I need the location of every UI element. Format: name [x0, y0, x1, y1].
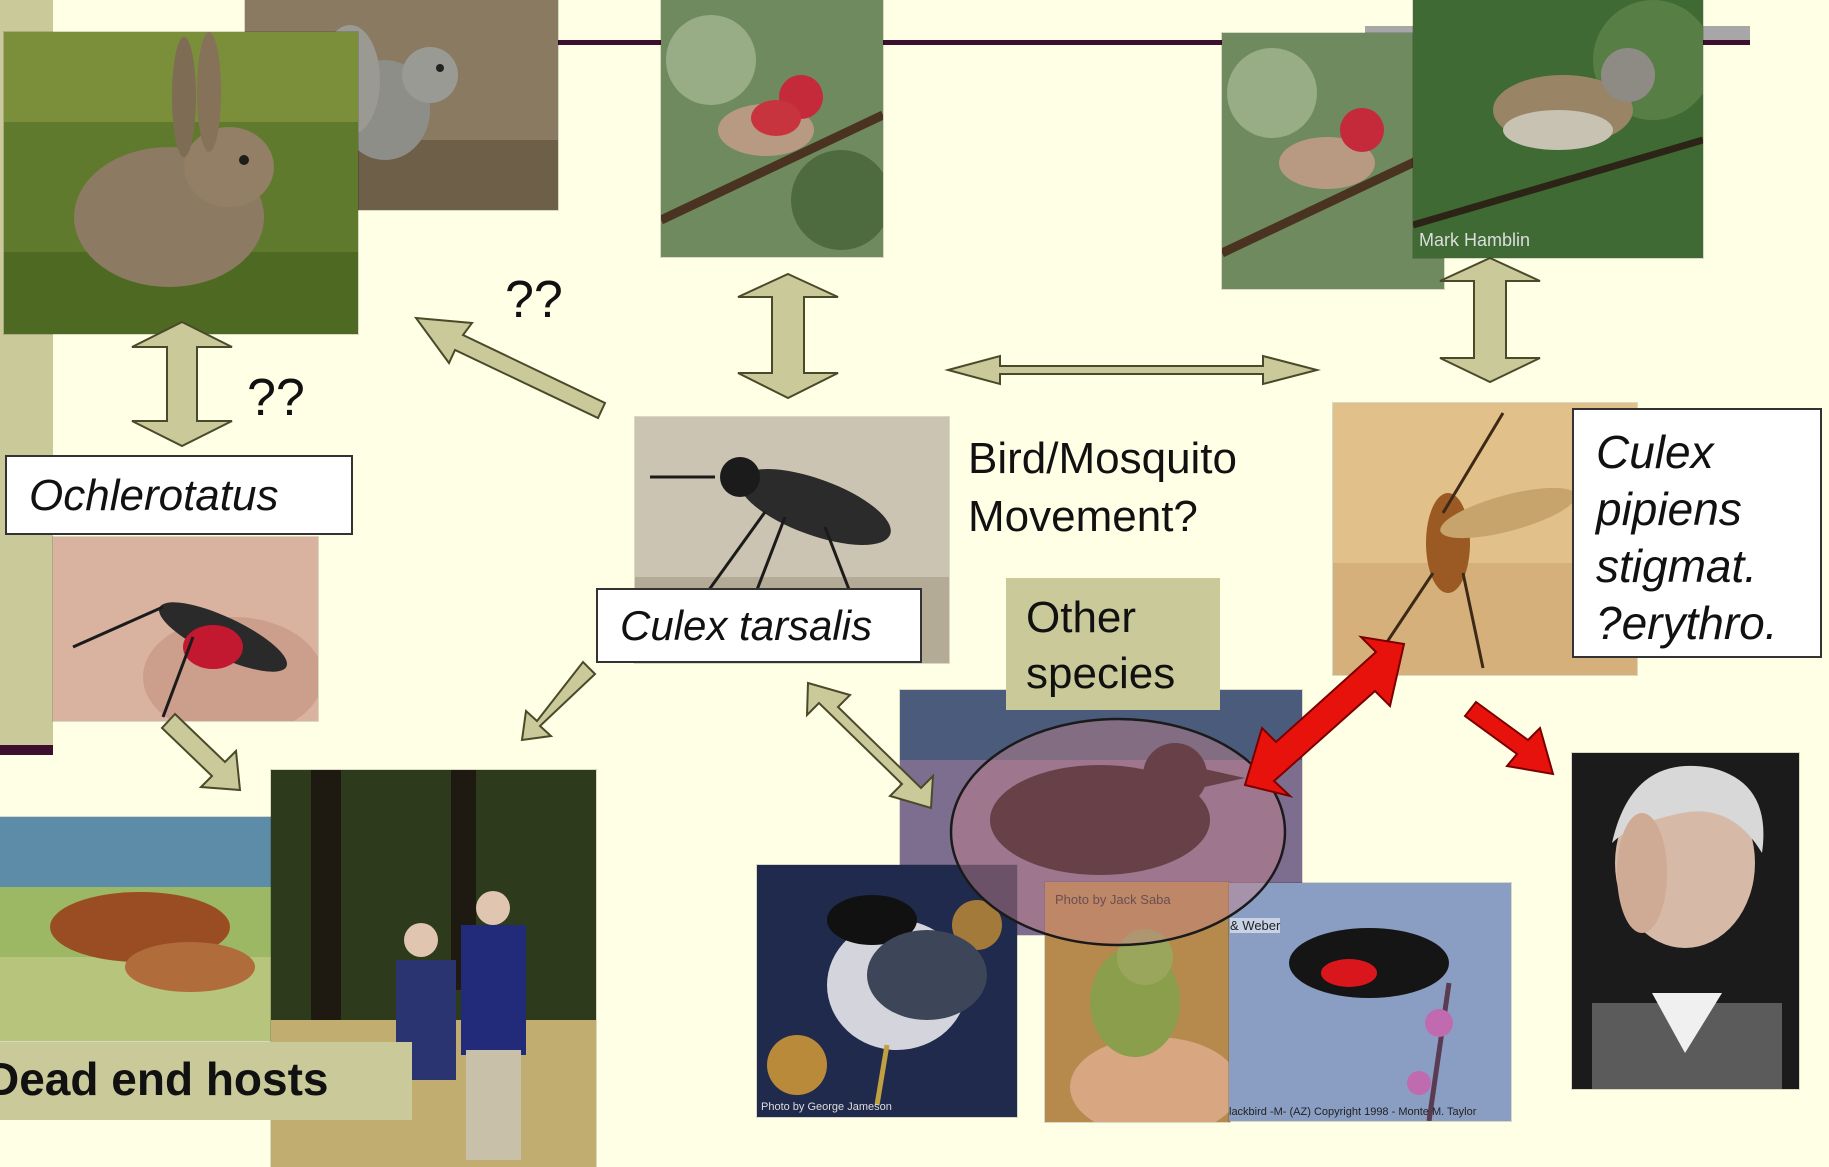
house-finch-photo-2	[1222, 33, 1444, 289]
culex-tarsalis-label: Culex tarsalis	[596, 588, 922, 663]
photo-credit-heron: Photo by George Jameson	[761, 1101, 892, 1113]
red-arrow-pipiens-to-human	[1465, 702, 1553, 774]
arrow-finch-tarsalis	[738, 274, 838, 398]
question-marks-left: ??	[247, 368, 305, 428]
dead-end-hosts-label: Dead end hosts	[0, 1042, 412, 1120]
other-species-line-2: species	[1026, 646, 1220, 702]
bird-mosquito-line-2: Movement?	[968, 488, 1237, 546]
arrow-rabbit-ochlerotatus	[132, 322, 232, 446]
house-sparrow-photo: Mark Hamblin	[1413, 0, 1703, 258]
photo-credit-blackbird: lackbird -M- (AZ) Copyright 1998 - Monte…	[1229, 1106, 1476, 1118]
bird-mosquito-movement-text: Bird/Mosquito Movement?	[968, 430, 1237, 546]
arrow-tarsalis-to-dead-end	[522, 662, 595, 740]
culex-pipiens-line-3: stigmat.	[1596, 538, 1820, 595]
arrow-tarsalis-to-rabbit	[416, 318, 605, 418]
arrow-ochlerotatus-to-dead-end	[162, 714, 240, 790]
question-marks-top: ??	[505, 270, 563, 330]
bird-mosquito-line-1: Bird/Mosquito	[968, 430, 1237, 488]
photo-credit-sparrow: Mark Hamblin	[1419, 230, 1530, 251]
culex-pipiens-line-4: ?erythro.	[1596, 595, 1820, 652]
woman-headache-photo	[1572, 753, 1799, 1089]
ochlerotatus-label: Ochlerotatus	[5, 455, 353, 535]
culex-pipiens-line-2: pipiens	[1596, 481, 1820, 538]
crow-highlight-ellipse	[948, 716, 1288, 948]
arrow-bird-mosquito-movement	[948, 356, 1317, 384]
arrow-sparrow-pipiens	[1440, 258, 1540, 382]
jackrabbit-photo	[4, 32, 358, 334]
culex-pipiens-label: Culex pipiens stigmat. ?erythro.	[1572, 408, 1822, 658]
other-species-label: Other species	[1006, 578, 1220, 710]
culex-pipiens-line-1: Culex	[1596, 424, 1820, 481]
other-species-line-1: Other	[1026, 590, 1220, 646]
ochlerotatus-photo	[53, 537, 318, 721]
left-accent-line	[0, 745, 53, 755]
house-finch-photo	[661, 0, 883, 257]
